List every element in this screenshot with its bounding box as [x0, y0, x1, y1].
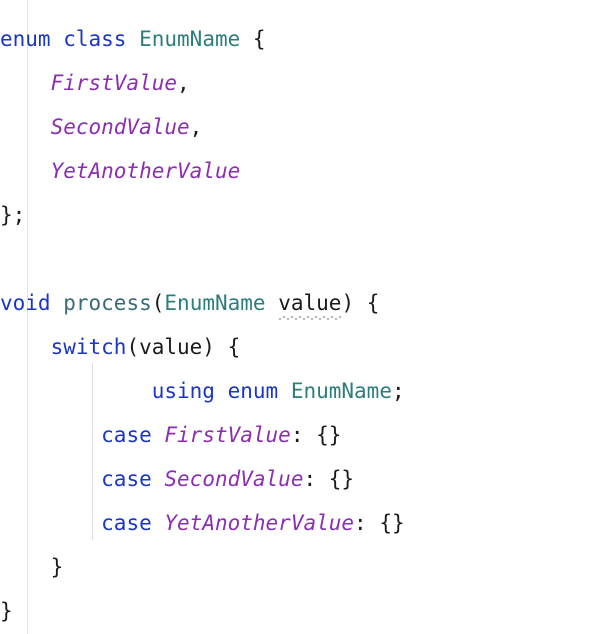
line-indent: [0, 555, 51, 579]
code-token-enumerator: SecondValue: [164, 467, 304, 491]
code-token-function: process: [63, 291, 152, 315]
code-token-punctuation: };: [0, 203, 26, 227]
code-token-plain: [152, 467, 165, 491]
code-line[interactable]: };: [0, 193, 606, 237]
code-line[interactable]: case FirstValue: {}: [0, 413, 606, 457]
code-line[interactable]: }: [0, 545, 606, 589]
code-token-type: EnumName: [290, 379, 392, 403]
indent-guide-switch-body: [92, 363, 93, 540]
code-token-punctuation: ,: [189, 115, 203, 139]
line-indent: [0, 379, 152, 403]
code-token-enumerator: FirstValue: [50, 71, 178, 95]
code-line-blank[interactable]: [0, 237, 606, 281]
code-token-punctuation: (: [151, 291, 165, 315]
code-token-keyword: enum: [227, 379, 279, 403]
code-line[interactable]: YetAnotherValue: [0, 149, 606, 193]
code-token-plain: [266, 291, 279, 315]
code-token-plain: [278, 379, 291, 403]
code-token-keyword: void: [0, 291, 51, 315]
code-line[interactable]: case YetAnotherValue: {}: [0, 501, 606, 545]
code-token-punctuation: ) {: [341, 291, 380, 315]
line-indent: [0, 511, 101, 535]
code-line[interactable]: using enum EnumName;: [0, 369, 606, 413]
code-line[interactable]: }: [0, 589, 606, 633]
code-token-enumerator: YetAnotherValue: [50, 159, 241, 183]
code-line[interactable]: void process(EnumName value) {: [0, 281, 606, 325]
code-token-plain: [51, 27, 64, 51]
code-token-punctuation: ;: [391, 379, 405, 403]
code-token-enumerator: SecondValue: [50, 115, 190, 139]
code-token-plain: [152, 511, 165, 535]
code-token-enumerator: FirstValue: [164, 423, 291, 447]
code-token-keyword: case: [101, 511, 152, 535]
code-token-keyword: case: [101, 423, 152, 447]
code-line[interactable]: case SecondValue: {}: [0, 457, 606, 501]
code-token-plain: [152, 423, 165, 447]
code-token-punctuation: value: [278, 291, 342, 315]
code-token-punctuation: : {}: [303, 467, 355, 491]
code-token-type: EnumName: [164, 291, 266, 315]
line-indent: [0, 71, 51, 95]
code-token-keyword: case: [101, 467, 152, 491]
code-line[interactable]: SecondValue,: [0, 105, 606, 149]
code-token-plain: [215, 379, 228, 403]
code-token-punctuation: ,: [177, 71, 190, 95]
code-token-type: EnumName: [139, 27, 241, 51]
code-line[interactable]: enum class EnumName {: [0, 17, 606, 61]
code-token-punctuation: : {}: [290, 423, 342, 447]
unused-parameter-squiggle: value: [278, 281, 342, 325]
line-indent: [0, 115, 51, 139]
code-token-plain: [51, 291, 64, 315]
code-token-punctuation: (value) {: [126, 335, 241, 359]
code-token-plain: [126, 27, 139, 51]
line-indent: [0, 423, 101, 447]
code-token-punctuation: }: [0, 599, 13, 623]
code-token-punctuation: }: [50, 555, 64, 579]
code-token-enumerator: YetAnotherValue: [164, 511, 355, 535]
code-token-punctuation: : {}: [354, 511, 405, 535]
line-indent: [0, 159, 51, 183]
code-line[interactable]: switch(value) {: [0, 325, 606, 369]
code-token-keyword: class: [63, 27, 127, 51]
code-token-punctuation: {: [240, 27, 266, 51]
gutter-border-rule: [27, 0, 28, 634]
line-indent: [0, 467, 101, 491]
line-indent: [0, 335, 51, 359]
code-line[interactable]: FirstValue,: [0, 61, 606, 105]
code-token-keyword: switch: [50, 335, 127, 359]
code-token-keyword: using: [151, 379, 215, 403]
code-token-keyword: enum: [0, 27, 51, 51]
